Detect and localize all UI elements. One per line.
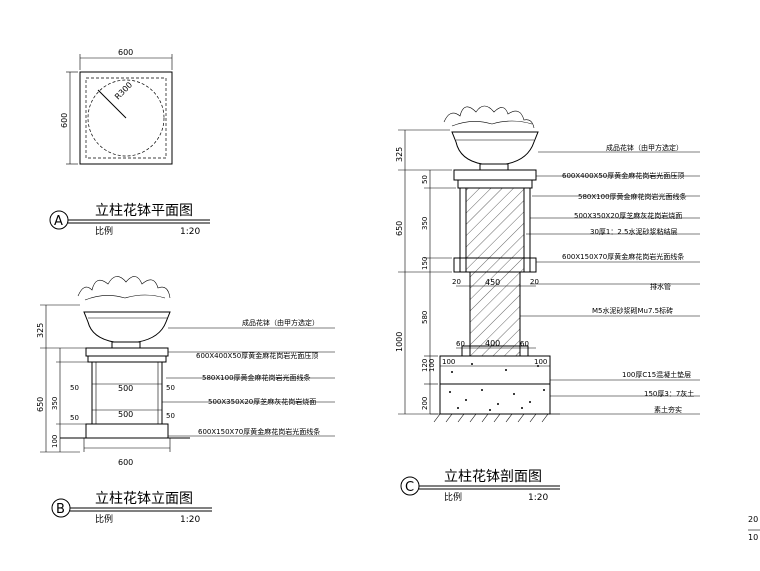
elevation-dim-50a: 50 [70, 384, 79, 392]
section-bowl [451, 131, 539, 165]
elevation-callout-4: 500X350X20厚芝麻灰花岗岩烧面 [208, 397, 316, 406]
elevation-callout-2: 600X400X50厚黄金麻花岗岩光面压顶 [196, 351, 318, 360]
elevation-cap [85, 347, 169, 357]
section-scale-label: 比例 [444, 491, 462, 503]
elevation-scale: 1:20 [180, 515, 200, 525]
section-dim-325: 325 [395, 147, 404, 162]
section-dim-580: 580 [421, 311, 429, 324]
section-dim-350: 350 [421, 217, 429, 230]
plan-inner-dashed [85, 77, 167, 159]
plan-marker: A [54, 214, 63, 229]
elevation-plant [77, 276, 171, 299]
plan-scale: 1:20 [180, 227, 200, 237]
section-callout-3: 580X100厚黄金麻花岗岩光面线条 [578, 192, 687, 201]
section-dim-200: 200 [421, 397, 429, 410]
elevation-callout-5: 600X150X70厚黄金麻花岗岩光面线条 [198, 427, 320, 436]
elevation-dim-100: 100 [51, 435, 59, 448]
section-soil-hatch [433, 413, 549, 423]
section-inner-450: 450 [485, 278, 500, 287]
section-inner-60b: 60 [520, 340, 529, 348]
elevation-bowl-foot [111, 341, 141, 349]
section-dim-1000: 1000 [395, 332, 404, 352]
section-callout-8: M5水泥砂浆砌Mu7.5标砖 [592, 306, 673, 315]
section-callout-11: 素土夯实 [654, 405, 682, 414]
section-view: 325 650 50 350 150 1000 580 120 100 200 … [395, 105, 700, 503]
plan-outline [79, 71, 173, 165]
plan-bowl-circle [87, 79, 165, 157]
plan-width-dim: 600 [118, 48, 133, 57]
elevation-bottom-dim: 600 [118, 458, 133, 467]
elevation-inner-50b: 50 [166, 412, 175, 420]
elevation-marker: B [56, 502, 65, 517]
elevation-title: 立柱花钵立面图 [95, 491, 193, 507]
elevation-inner-500a: 500 [118, 384, 133, 393]
plan-title: 立柱花钵平面图 [95, 203, 193, 219]
elevation-dim-650: 650 [36, 397, 45, 412]
section-callout-4: 500X350X20厚芝麻灰花岗岩烧面 [574, 211, 682, 220]
section-bowl-foot [479, 163, 509, 171]
corner-text-2: 10 [748, 533, 758, 542]
elevation-inner-50a: 50 [166, 384, 175, 392]
section-inner-20a: 20 [452, 278, 461, 286]
section-inner-60a: 60 [456, 340, 465, 348]
plan-radius-label: R300 [113, 80, 134, 101]
elevation-trim [87, 355, 167, 363]
corner-text-1: 20 [748, 515, 758, 524]
section-core-hatch [465, 187, 525, 273]
section-callout-5: 30厚1：2.5水泥砂浆粘结层 [590, 227, 678, 236]
section-title: 立柱花钵剖面图 [444, 469, 542, 485]
elevation-view: 600 325 650 50 350 50 100 500 500 50 50 … [36, 276, 335, 525]
section-cladding-left [459, 187, 467, 273]
section-dim-100: 100 [428, 359, 436, 372]
elevation-callout-3: 580X100厚黄金麻花岗岩光面线条 [202, 373, 311, 382]
section-callout-2: 600X400X50厚黄金麻花岗岩光面压顶 [562, 171, 684, 180]
section-callout-9: 100厚C15混凝土垫层 [622, 370, 691, 379]
section-cap [453, 169, 537, 181]
plan-height-dim: 600 [60, 113, 69, 128]
section-marker: C [405, 480, 414, 495]
elevation-scale-label: 比例 [95, 513, 113, 525]
plan-view: R300 600 600 A 立柱花钵平面图 比例 1:20 [49, 48, 210, 237]
section-inner-100b: 100 [534, 358, 547, 366]
section-trim [457, 179, 533, 189]
section-inner-20b: 20 [530, 278, 539, 286]
section-plant [443, 105, 535, 129]
elevation-bowl [83, 311, 171, 343]
section-callout-10: 150厚3：7灰土 [644, 389, 694, 398]
section-callout-1: 成品花钵（由甲方选定） [606, 143, 683, 152]
section-dim-150: 150 [421, 257, 429, 270]
section-inner-400: 400 [485, 339, 500, 348]
section-aggregate-dots [449, 363, 545, 411]
section-dim-50: 50 [421, 175, 429, 184]
section-dim-650: 650 [395, 221, 404, 236]
section-dim-120: 120 [421, 359, 429, 372]
elevation-base [85, 423, 169, 439]
section-lime-soil-layer [439, 383, 551, 415]
section-cladding-right [523, 187, 531, 273]
elevation-inner-500b: 500 [118, 410, 133, 419]
elevation-plant-detail [84, 294, 166, 301]
section-inner-100a: 100 [442, 358, 455, 366]
section-scale: 1:20 [528, 493, 548, 503]
elevation-dim-50b: 50 [70, 414, 79, 422]
elevation-callout-1: 成品花钵（由甲方选定） [242, 318, 319, 327]
section-plant-detail [451, 120, 533, 127]
elevation-dim-325: 325 [36, 323, 45, 338]
section-callout-6: 600X150X70厚黄金麻花岗岩光面线条 [562, 252, 684, 261]
plan-radius-line [97, 89, 127, 119]
section-callout-7: 排水管 [650, 282, 671, 291]
elevation-dim-350: 350 [51, 397, 59, 410]
plan-scale-label: 比例 [95, 225, 113, 237]
